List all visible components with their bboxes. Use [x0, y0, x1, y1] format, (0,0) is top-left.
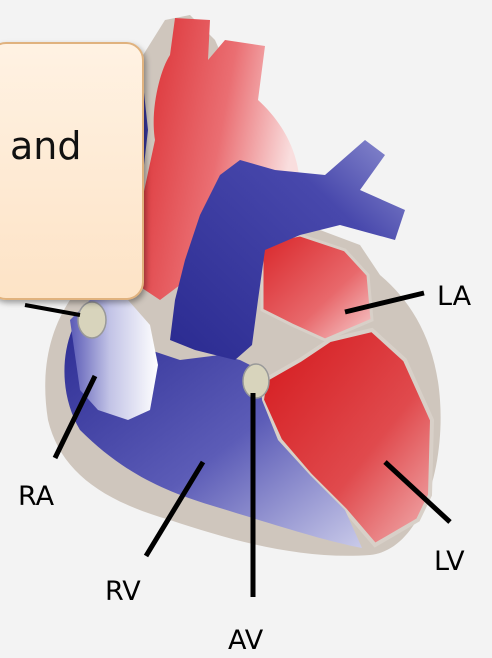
label-av: AV [228, 627, 263, 654]
callout-text: and [10, 124, 82, 168]
aortic-valve-icon [243, 364, 269, 398]
tricuspid-valve-icon [78, 302, 106, 338]
label-la: LA [437, 283, 471, 310]
label-rv: RV [105, 578, 141, 605]
callout-box: and [0, 42, 144, 300]
label-ra: RA [18, 483, 54, 510]
label-lv: LV [434, 548, 465, 575]
